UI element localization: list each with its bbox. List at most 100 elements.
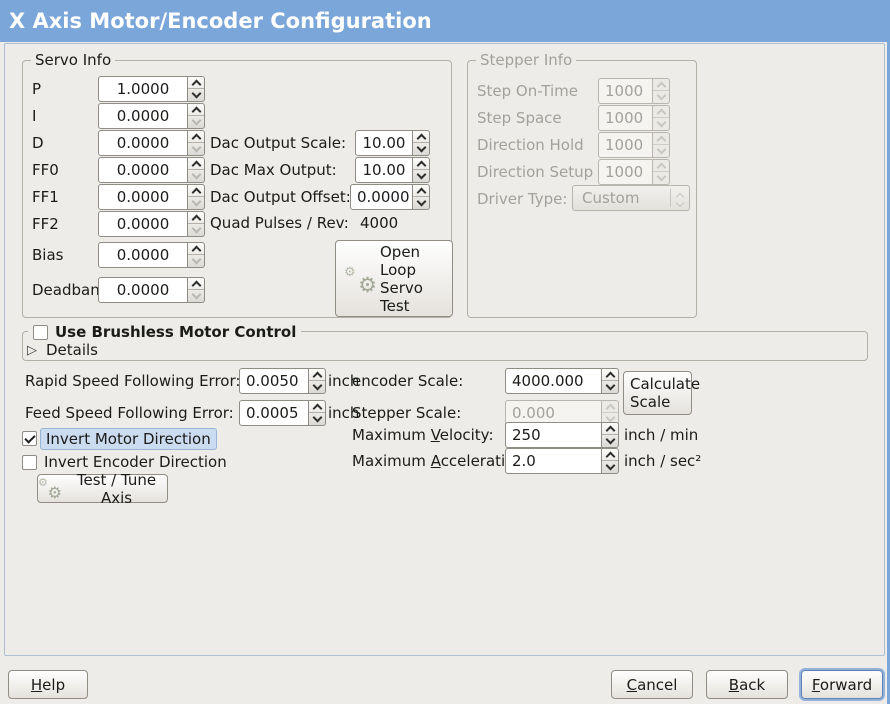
spin-up-button[interactable] bbox=[188, 278, 204, 290]
max-acceleration-unit: inch / sec² bbox=[624, 452, 702, 470]
ff2-label: FF2 bbox=[32, 215, 59, 233]
back-button-label: Back bbox=[728, 675, 766, 694]
max-acceleration-input[interactable]: 2.0 bbox=[505, 448, 602, 474]
spin-up-button[interactable] bbox=[413, 158, 429, 170]
stepper-scale-label: Stepper Scale: bbox=[352, 404, 462, 422]
d-input[interactable]: 0.0000 bbox=[98, 130, 188, 156]
ff2-spinner[interactable] bbox=[188, 211, 205, 237]
cancel-button[interactable]: Cancel bbox=[611, 670, 693, 699]
spin-up-button[interactable] bbox=[188, 212, 204, 224]
test-tune-axis-button[interactable]: ⚙ ⚙ Test / Tune Axis bbox=[37, 471, 168, 507]
spin-down-button[interactable] bbox=[413, 143, 429, 155]
p-spinner[interactable] bbox=[188, 76, 205, 102]
ff1-spinner[interactable] bbox=[188, 184, 205, 210]
spin-down-icon bbox=[416, 170, 426, 180]
spin-down-button[interactable] bbox=[413, 170, 429, 182]
invert-motor-label[interactable]: Invert Motor Direction bbox=[40, 428, 217, 450]
help-button-label: Help bbox=[30, 675, 66, 694]
spin-down-button[interactable] bbox=[188, 197, 204, 209]
spin-up-button[interactable] bbox=[602, 449, 618, 461]
spin-up-button[interactable] bbox=[188, 131, 204, 143]
back-button[interactable]: Back bbox=[706, 670, 788, 699]
spin-down-button[interactable] bbox=[309, 413, 325, 425]
spin-up-button[interactable] bbox=[602, 369, 618, 381]
spin-down-button[interactable] bbox=[188, 224, 204, 236]
ff2-input[interactable]: 0.0000 bbox=[98, 211, 188, 237]
invert-motor-checkbox[interactable] bbox=[22, 431, 37, 446]
spin-down-icon bbox=[416, 197, 426, 207]
invert-encoder-label[interactable]: Invert Encoder Direction bbox=[44, 453, 227, 471]
spin-down-icon bbox=[191, 170, 201, 180]
direction-setup-spinner bbox=[653, 159, 670, 185]
encoder-scale-spinner[interactable] bbox=[602, 368, 619, 394]
encoder-scale-input[interactable]: 4000.000 bbox=[505, 368, 602, 394]
max-velocity-spinner[interactable] bbox=[602, 422, 619, 448]
spin-up-button[interactable] bbox=[188, 158, 204, 170]
dac-output-scale-spinner[interactable] bbox=[413, 130, 430, 156]
dac-max-output-input[interactable]: 10.00 bbox=[355, 157, 413, 183]
rapid-error-spinner[interactable] bbox=[309, 368, 326, 394]
servo-info-frame: Servo Info bbox=[22, 51, 452, 318]
deadband-input[interactable]: 0.0000 bbox=[98, 277, 188, 303]
bias-spinner[interactable] bbox=[188, 242, 205, 268]
spin-down-button[interactable] bbox=[188, 290, 204, 302]
p-input[interactable]: 1.0000 bbox=[98, 76, 188, 102]
spin-down-button[interactable] bbox=[188, 170, 204, 182]
spin-up-icon bbox=[605, 451, 615, 460]
feed-error-spinner[interactable] bbox=[309, 400, 326, 426]
d-label: D bbox=[32, 134, 44, 152]
ff0-input[interactable]: 0.0000 bbox=[98, 157, 188, 183]
deadband-spinner[interactable] bbox=[188, 277, 205, 303]
spin-up-button[interactable] bbox=[309, 369, 325, 381]
help-button[interactable]: Help bbox=[8, 670, 88, 699]
dac-output-offset-input[interactable]: 0.0000 bbox=[350, 184, 413, 210]
spin-down-button[interactable] bbox=[602, 381, 618, 393]
dac-max-output-spinner[interactable] bbox=[413, 157, 430, 183]
spin-up-button[interactable] bbox=[188, 243, 204, 255]
details-expander[interactable]: Details bbox=[46, 341, 99, 359]
spin-down-button[interactable] bbox=[309, 381, 325, 393]
i-spinner[interactable] bbox=[188, 103, 205, 129]
spin-down-icon bbox=[312, 413, 322, 423]
feed-error-input[interactable]: 0.0005 bbox=[239, 400, 309, 426]
brushless-checkbox[interactable] bbox=[33, 324, 48, 340]
forward-button[interactable]: Forward bbox=[801, 670, 883, 699]
spin-up-button[interactable] bbox=[188, 185, 204, 197]
spin-down-button[interactable] bbox=[602, 461, 618, 473]
ff0-spinner[interactable] bbox=[188, 157, 205, 183]
spin-up-button[interactable] bbox=[188, 104, 204, 116]
open-loop-test-button[interactable]: ⚙ ⚙ Open Loop Servo Test bbox=[335, 240, 453, 317]
spin-down-button[interactable] bbox=[188, 143, 204, 155]
rapid-error-input[interactable]: 0.0050 bbox=[239, 368, 309, 394]
d-spinner[interactable] bbox=[188, 130, 205, 156]
invert-encoder-checkbox[interactable] bbox=[22, 455, 37, 470]
spin-down-button[interactable] bbox=[188, 255, 204, 267]
spin-up-button[interactable] bbox=[309, 401, 325, 413]
ff1-input[interactable]: 0.0000 bbox=[98, 184, 188, 210]
p-label: P bbox=[32, 80, 42, 98]
spin-up-button[interactable] bbox=[413, 131, 429, 143]
dac-output-offset-spinner[interactable] bbox=[413, 184, 430, 210]
spin-down-button[interactable] bbox=[413, 197, 429, 209]
max-velocity-unit: inch / min bbox=[624, 426, 699, 444]
step-on-time-label: Step On-Time bbox=[477, 82, 578, 100]
spin-up-button[interactable] bbox=[602, 423, 618, 435]
spin-down-button[interactable] bbox=[602, 435, 618, 447]
ff1-label: FF1 bbox=[32, 188, 59, 206]
dac-output-scale-input[interactable]: 10.00 bbox=[355, 130, 413, 156]
max-velocity-input[interactable]: 250 bbox=[505, 422, 602, 448]
spin-up-button[interactable] bbox=[413, 185, 429, 197]
calculate-scale-button[interactable]: Calculate Scale bbox=[623, 371, 700, 415]
expander-triangle-icon[interactable]: ▷ bbox=[27, 343, 37, 358]
max-acceleration-spinner[interactable] bbox=[602, 448, 619, 474]
cancel-button-label: Cancel bbox=[626, 675, 678, 694]
content-area bbox=[4, 43, 885, 656]
bias-input[interactable]: 0.0000 bbox=[98, 242, 188, 268]
spin-up-icon bbox=[656, 81, 666, 90]
encoder-scale-label: encoder Scale: bbox=[352, 372, 464, 390]
spin-up-icon bbox=[656, 108, 666, 117]
spin-down-button[interactable] bbox=[188, 116, 204, 128]
i-input[interactable]: 0.0000 bbox=[98, 103, 188, 129]
spin-down-button[interactable] bbox=[188, 89, 204, 101]
spin-up-button[interactable] bbox=[188, 77, 204, 89]
